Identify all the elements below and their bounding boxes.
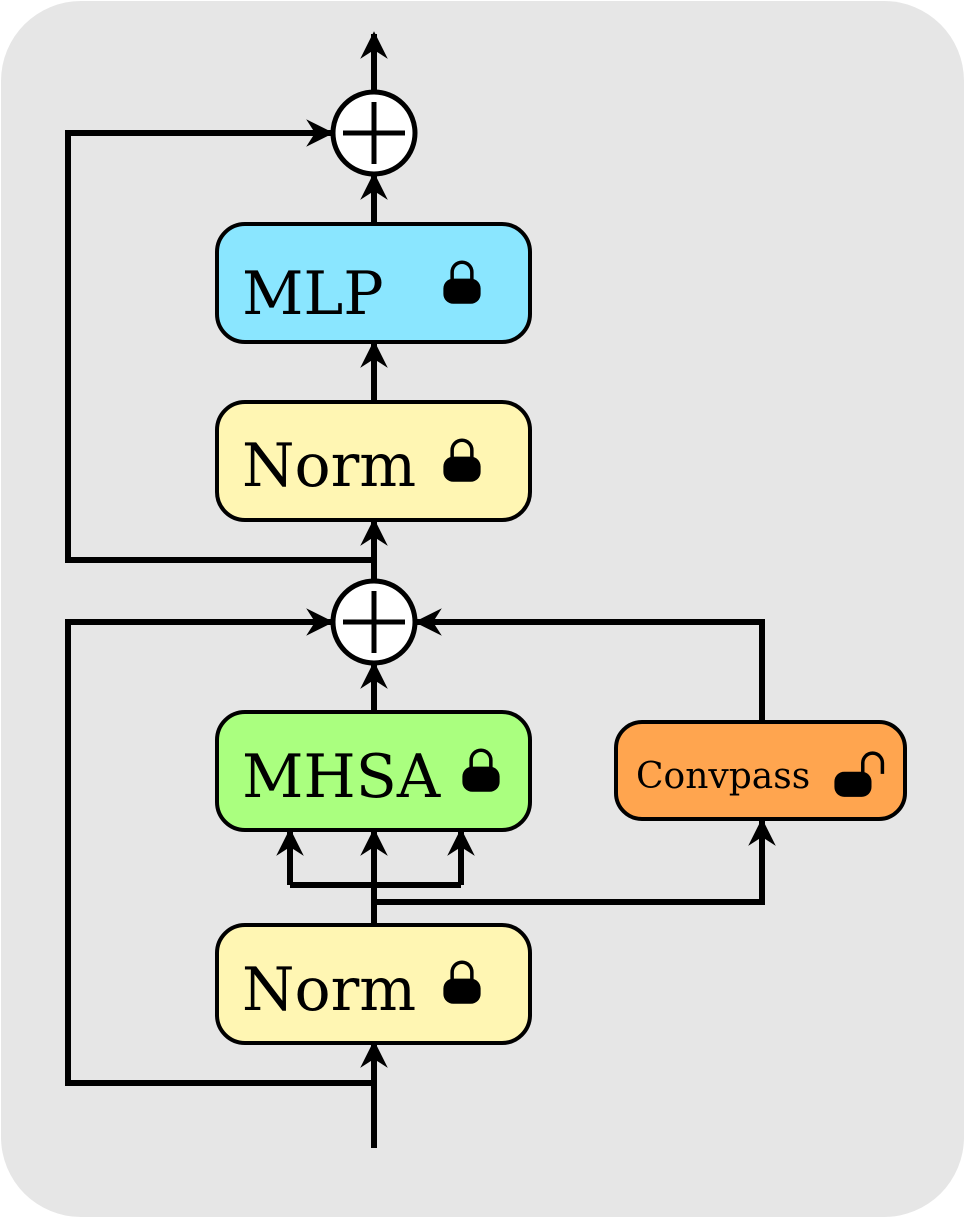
add-operator-upper [330, 89, 418, 177]
residual-connection-lower [65, 608, 374, 1086]
mhsa-block: MHSA [215, 710, 532, 832]
convpass-output-arrow [414, 608, 765, 722]
norm-block-upper: Norm [215, 400, 532, 522]
residual-connection-upper [65, 119, 374, 563]
norm-upper-label: Norm [242, 431, 416, 501]
connectors [65, 31, 776, 1148]
mlp-label: MLP [242, 259, 384, 329]
mlp-block: MLP [215, 222, 532, 344]
norm-lower-label: Norm [242, 955, 416, 1025]
convpass-label: Convpass [636, 756, 810, 797]
convpass-block: Convpass [614, 720, 907, 821]
norm-block-lower: Norm [215, 923, 532, 1045]
add-operator-lower [330, 578, 418, 666]
convpass-input-arrow [374, 818, 776, 905]
mhsa-label: MHSA [242, 742, 441, 812]
